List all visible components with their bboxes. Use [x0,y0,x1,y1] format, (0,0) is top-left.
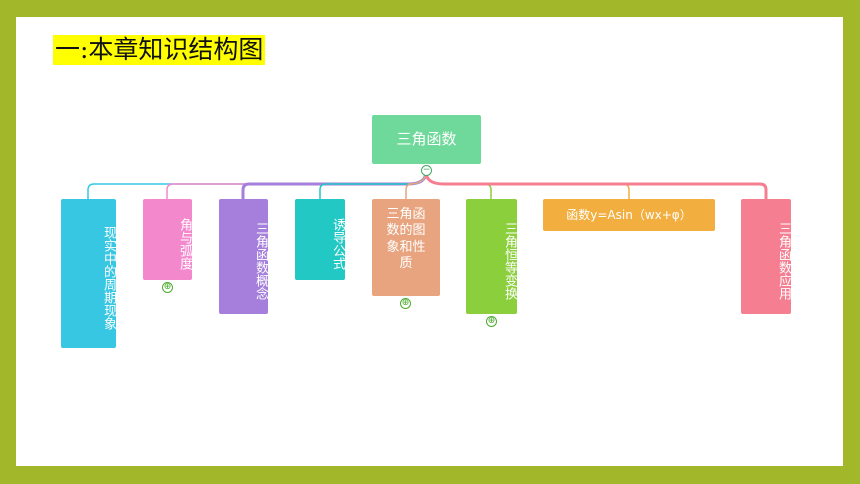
mindmap-root-node[interactable]: 三角函数 [372,115,481,164]
node-trig-identity-transform[interactable]: 三角恒等变换 [466,199,517,314]
connector-line [405,171,427,199]
connector-line [241,171,428,199]
page-title: 一:本章知识结构图 [53,35,266,65]
node-label: 三角恒等变换 [502,221,517,300]
node-angle-and-radian[interactable]: 角与弧度 [143,199,192,280]
node-label: 诱导公式 [330,217,345,270]
node-label: 三角函数概念 [253,221,268,300]
root-node-label: 三角函数 [396,130,457,149]
expand-icon[interactable]: ⊕ [162,282,173,293]
node-trig-function-concept[interactable]: 三角函数概念 [219,199,268,314]
connector-line [424,171,768,199]
node-label: 角与弧度 [177,217,192,270]
node-graph-and-properties[interactable]: 三角函数的图象和性质 [372,199,440,296]
node-label: 现实中的周期现象 [101,225,116,330]
expand-icon[interactable]: ⊕ [400,298,411,309]
node-periodic-phenomena[interactable]: 现实中的周期现象 [61,199,116,348]
node-label: 函数y=Asin（wx+φ） [566,207,692,222]
node-label: 三角函数应用 [776,221,791,300]
collapse-icon[interactable]: − [421,165,432,176]
node-sinusoidal-function[interactable]: 函数y=Asin（wx+φ） [543,199,715,231]
node-trig-applications[interactable]: 三角函数应用 [741,199,791,314]
node-reduction-formulas[interactable]: 诱导公式 [295,199,345,280]
expand-icon[interactable]: ⊕ [486,316,497,327]
node-label: 三角函数的图象和性质 [386,207,426,271]
